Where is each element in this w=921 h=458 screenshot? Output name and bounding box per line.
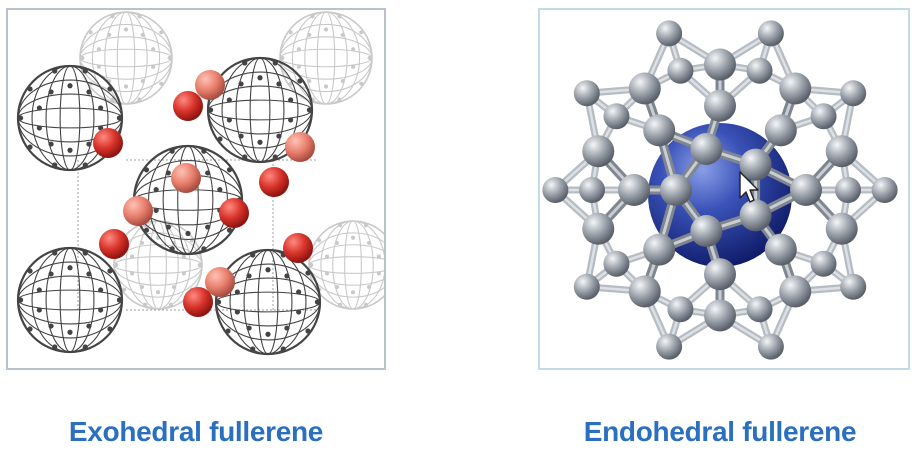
carbon-atom bbox=[704, 299, 736, 332]
fullerene-cage bbox=[279, 11, 373, 105]
carbon-atom bbox=[840, 80, 867, 107]
fullerene-cage bbox=[308, 220, 384, 310]
intercalated-metal-atoms bbox=[93, 70, 315, 317]
guest-atom bbox=[285, 132, 315, 162]
exohedral-fullerene-image bbox=[6, 8, 386, 370]
carbon-atom bbox=[810, 103, 837, 130]
carbon-atom bbox=[579, 177, 605, 203]
carbon-atom bbox=[746, 296, 773, 323]
carbon-atom bbox=[690, 215, 723, 248]
fullerene-cage bbox=[79, 11, 173, 105]
fullerene-cage bbox=[16, 64, 124, 172]
guest-atom bbox=[195, 70, 225, 100]
carbon-atom bbox=[871, 177, 898, 203]
carbon-atom bbox=[656, 333, 683, 360]
carbon-atom bbox=[582, 212, 615, 245]
carbon-atom bbox=[582, 135, 615, 168]
guest-atom bbox=[219, 198, 249, 228]
carbon-atom bbox=[779, 275, 812, 308]
fullerene-cage bbox=[206, 56, 314, 164]
carbon-atom bbox=[573, 80, 600, 107]
fullerene-cage bbox=[214, 248, 322, 356]
carbon-atom bbox=[667, 296, 694, 323]
carbon-atom bbox=[739, 199, 772, 232]
exohedral-crystal-structure bbox=[16, 11, 384, 356]
guest-atom bbox=[173, 91, 203, 121]
carbon-atom bbox=[757, 20, 784, 47]
guest-atom bbox=[205, 267, 235, 297]
carbon-atom bbox=[825, 212, 858, 245]
carbon-atom bbox=[810, 250, 837, 277]
carbon-atom bbox=[840, 273, 867, 300]
guest-atom bbox=[283, 233, 313, 263]
carbon-atom bbox=[835, 177, 861, 203]
carbon-atom bbox=[603, 103, 630, 130]
carbon-atom bbox=[603, 250, 630, 277]
guest-atom bbox=[93, 128, 123, 158]
guest-atom bbox=[123, 196, 153, 226]
carbon-atom bbox=[628, 72, 661, 105]
carbon-atom bbox=[643, 233, 676, 266]
guest-atom bbox=[99, 229, 129, 259]
fullerene-cage bbox=[132, 144, 244, 256]
endohedral-fullerene-image bbox=[538, 8, 910, 370]
carbon-atom bbox=[790, 174, 822, 206]
carbon-atom bbox=[628, 275, 661, 308]
carbon-atom bbox=[643, 114, 676, 147]
carbon-atom bbox=[704, 89, 736, 122]
carbon-atom bbox=[542, 177, 569, 203]
carbon-atom bbox=[704, 258, 736, 291]
carbon-atom bbox=[667, 57, 694, 84]
carbon-atom bbox=[704, 48, 736, 81]
fullerene-cage bbox=[16, 246, 124, 354]
carbon-atom bbox=[757, 333, 784, 360]
exohedral-caption: Exohedral fullerene bbox=[68, 416, 324, 447]
guest-atom bbox=[171, 163, 201, 193]
guest-atom bbox=[259, 167, 289, 197]
carbon-atom bbox=[764, 114, 797, 147]
carbon-atom bbox=[779, 72, 812, 105]
arrow-cursor-icon bbox=[739, 171, 759, 203]
carbon-atom bbox=[746, 57, 773, 84]
endohedral-caption: Endohedral fullerene bbox=[583, 416, 857, 447]
carbon-atom bbox=[825, 135, 858, 168]
carbon-atom bbox=[764, 233, 797, 266]
endohedral-fullerene-structure bbox=[542, 20, 898, 360]
carbon-atom bbox=[618, 174, 650, 206]
guest-atom bbox=[183, 287, 213, 317]
carbon-atom bbox=[660, 174, 692, 206]
carbon-atom bbox=[690, 132, 723, 165]
cage-carbon-atoms bbox=[542, 20, 898, 360]
carbon-atom bbox=[573, 273, 600, 300]
carbon-atom bbox=[656, 20, 683, 47]
carbon-atom bbox=[739, 148, 772, 181]
